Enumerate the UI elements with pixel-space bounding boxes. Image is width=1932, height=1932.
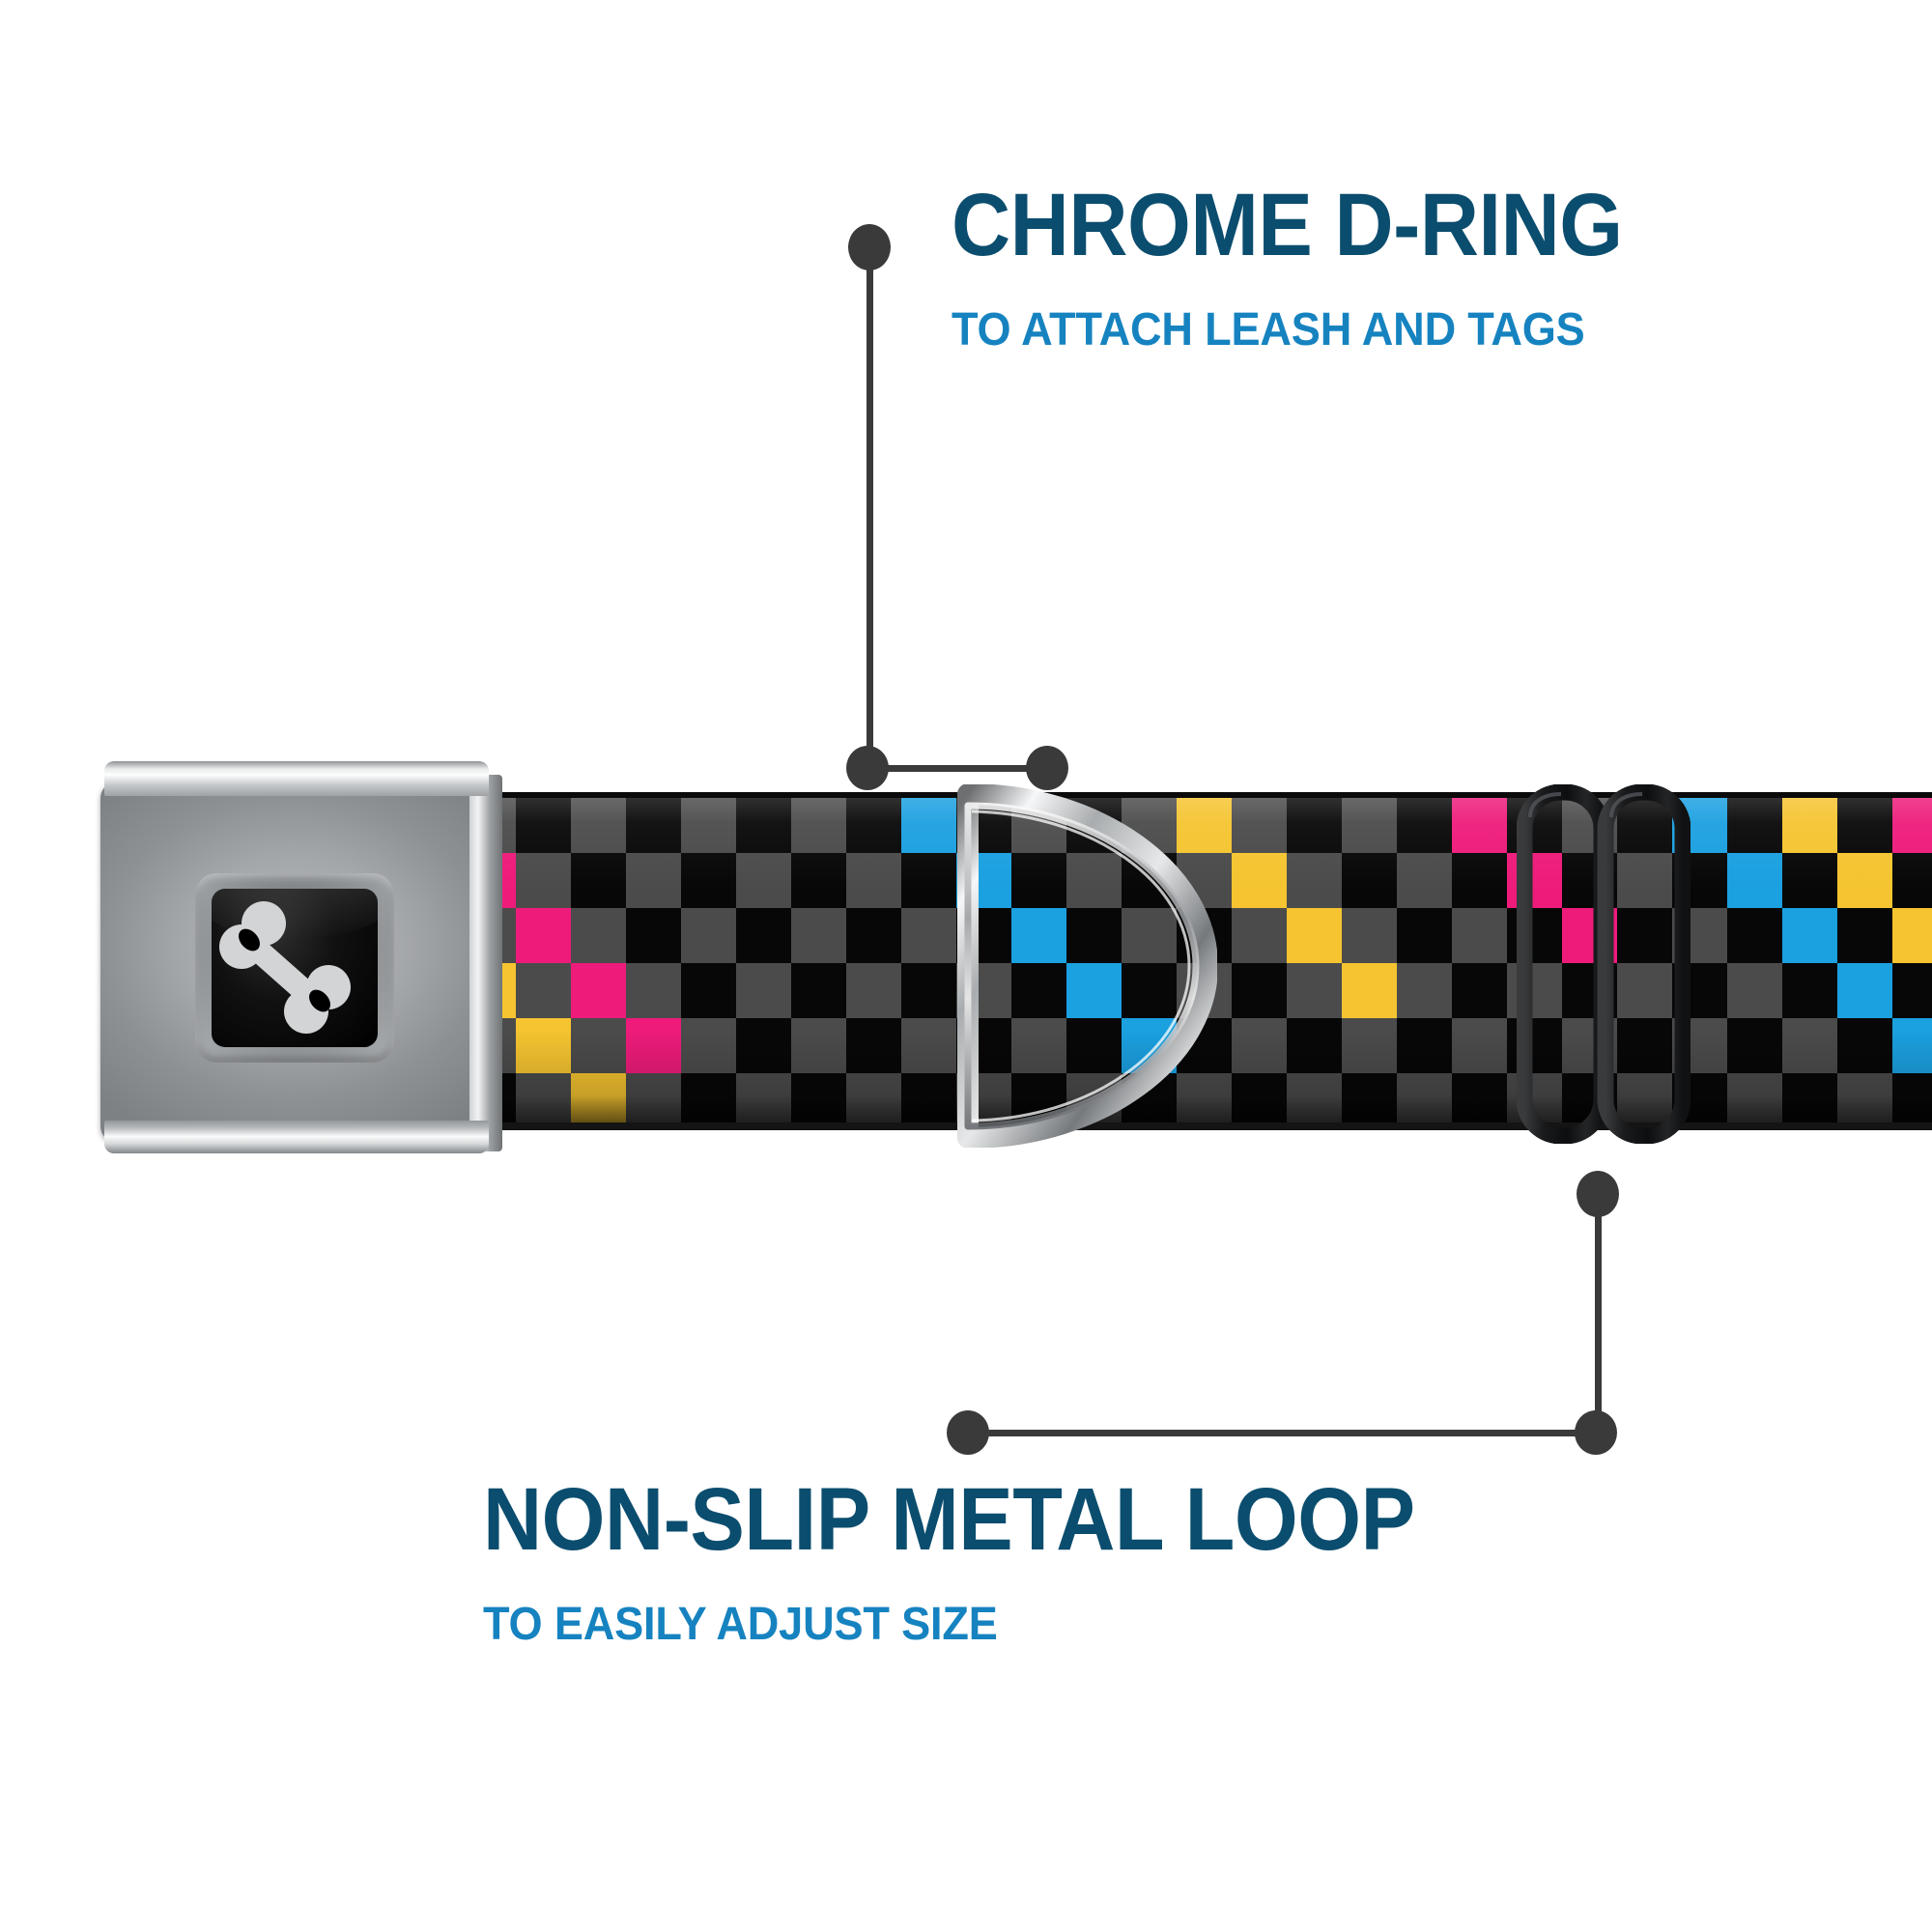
pattern-block [626,1018,681,1073]
pattern-block [1287,908,1342,963]
pattern-block [1342,963,1397,1018]
callout-subtitle-chrome-d-ring: TO ATTACH LEASH AND TAGS [952,304,1585,355]
pattern-block [1782,908,1837,963]
pattern-block [1782,798,1837,853]
non-slip-metal-loop[interactable] [1517,784,1690,1144]
callout-subtitle-metal-loop: TO EASILY ADJUST SIZE [483,1599,998,1650]
pattern-block [516,908,571,963]
leader-dot-target-d-ring [1026,746,1068,790]
chrome-d-ring[interactable] [954,784,1217,1148]
seatbelt-buckle [100,761,526,1167]
callout-title-metal-loop: NON-SLIP METAL LOOP [483,1470,1415,1569]
pattern-block [1837,963,1892,1018]
pattern-block [571,1073,626,1128]
pattern-block [1011,908,1066,963]
leader-line-horizontal-metal-loop [966,1430,1596,1436]
callout-title-chrome-d-ring: CHROME D-RING [952,176,1623,274]
strap-edge-bottom [406,1122,1932,1130]
pattern-block [516,1018,571,1073]
strap-edge-top [406,792,1932,801]
buckle-side-edge [469,775,502,1151]
pattern-block [571,963,626,1018]
pattern-block [1452,798,1507,853]
pattern-block [1892,798,1932,853]
pattern-block [1837,853,1892,908]
dog-bone-icon [219,901,351,1034]
leader-line-vertical-metal-loop [1595,1198,1602,1439]
pattern-block [1177,798,1232,853]
pattern-block [1727,853,1782,908]
buckle-rim-top [104,761,489,796]
pattern-block [1232,853,1287,908]
pattern-block [1066,963,1122,1018]
leader-line-vertical-d-ring [867,247,873,769]
leader-line-horizontal-d-ring [867,765,1061,772]
pattern-block [1892,908,1932,963]
leader-dot-end-metal-loop [947,1410,989,1455]
pattern-block [1892,1018,1932,1073]
pattern-block [901,798,956,853]
buckle-rim-bottom [104,1121,489,1153]
